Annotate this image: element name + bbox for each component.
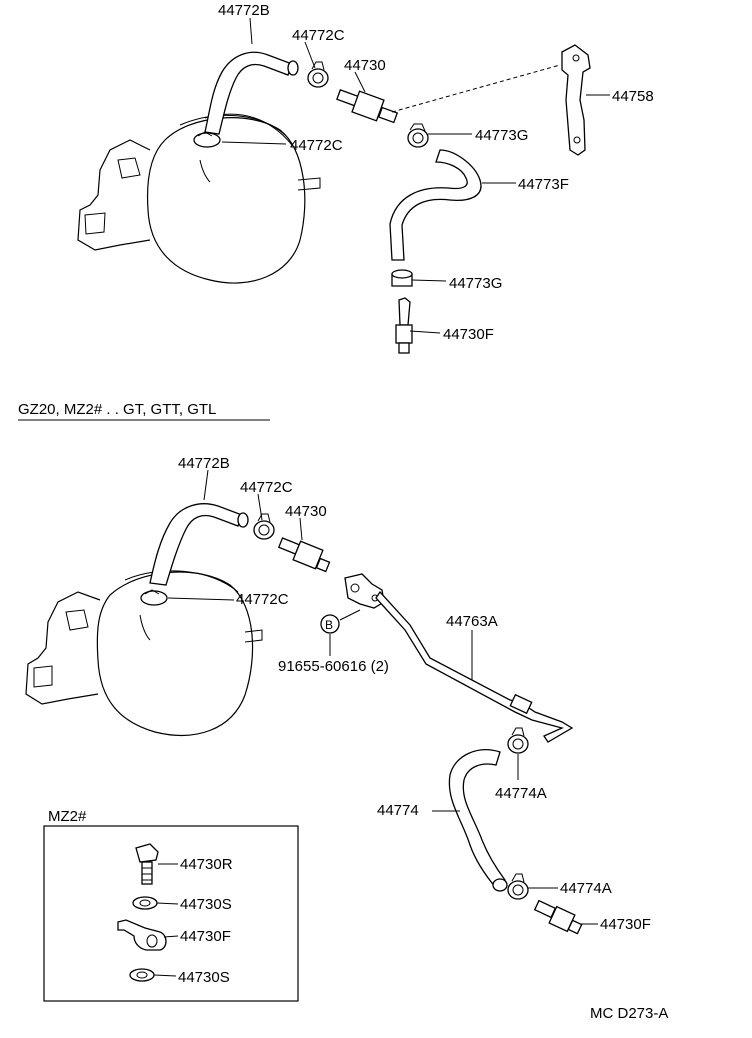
label-44772C-top-b: 44772C [290,137,343,154]
label-44730S-inset-a: 44730S [180,896,232,913]
inset-title: MZ2# [48,808,87,825]
label-44758-top: 44758 [612,88,654,105]
bottom-hose-44772B [149,503,243,586]
label-44774-bottom: 44774 [377,802,419,819]
bolt-marker-letter: B [325,618,333,632]
label-44730-bottom: 44730 [285,503,327,520]
label-44730F-top: 44730F [443,326,494,343]
label-44763A-bottom: 44763A [446,613,498,630]
bottom-clamp-44772C-lower [140,589,168,606]
bottom-hose-44774 [448,749,506,889]
label-44772B-top: 44772B [218,2,270,19]
bottom-clamp-44772C-upper [253,513,275,540]
bottom-brake-booster [25,570,263,736]
top-check-valve-44730 [336,89,399,124]
label-44730F-bottom: 44730F [600,916,651,933]
figure-code: MC D273-A [590,1005,668,1022]
label-bolt-91655: 91655-60616 (2) [278,658,389,675]
label-44730F-inset: 44730F [180,928,231,945]
inset-washer-44730S-b [129,968,155,982]
label-44772C-bottom-b: 44772C [236,591,289,608]
top-bracket-44758 [561,44,591,156]
label-44730-top: 44730 [344,57,386,74]
label-44772B-bottom: 44772B [178,455,230,472]
bottom-leader-lines [167,469,598,925]
inset-union-fitting-44730F [117,919,167,951]
bottom-check-valve-44730 [277,537,331,573]
top-clamp-44772C-upper [307,61,329,88]
inset-mz2: MZ2# 44730R 44730S 44730F 44730S [43,808,299,1002]
inset-union-bolt-44730R [135,843,159,885]
label-44730R-inset: 44730R [180,856,233,873]
inset-washer-44730S-a [132,896,158,910]
bottom-connector-44730F [533,899,583,935]
label-44772C-bottom-a: 44772C [240,479,293,496]
bottom-clamp-44774A-upper [507,727,529,754]
top-connector-44730F [395,297,413,354]
top-assembly [77,44,591,354]
label-44773F-top: 44773F [518,176,569,193]
bottom-fitting-block [344,573,385,609]
label-44774A-bottom-a: 44774A [495,785,547,802]
label-44774A-bottom-b: 44774A [560,880,612,897]
bottom-clamp-44774A-lower [507,873,529,900]
label-44730S-inset-b: 44730S [178,969,230,986]
top-clamp-44773G-upper [407,123,429,148]
top-clamp-44772C-lower [193,131,221,148]
label-44773G-top-a: 44773G [475,127,528,144]
top-hose-44772B [204,51,293,135]
top-hose-44773F [389,149,482,261]
label-44773G-top-b: 44773G [449,275,502,292]
bottom-assembly: B [25,503,583,935]
top-clamp-44773G-lower [391,269,413,287]
bottom-bolt-marker: B [320,614,340,634]
label-44772C-top-a: 44772C [292,27,345,44]
section-title: GZ20, MZ2# . . GT, GTT, GTL [18,401,216,418]
top-leader-lines [221,17,610,334]
